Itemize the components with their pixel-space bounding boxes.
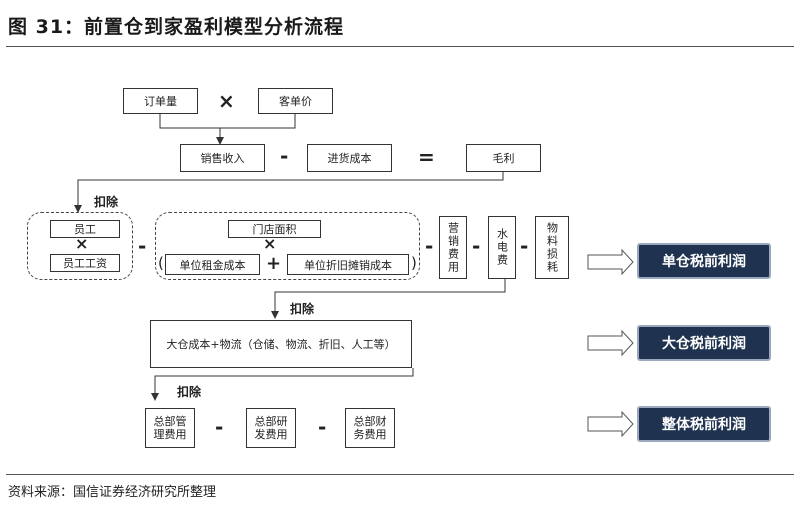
- store-cost-group: [155, 212, 420, 280]
- source-note: 资料来源：国信证券经济研究所整理: [8, 485, 217, 500]
- utilities-cost-box: 水电费: [488, 216, 516, 279]
- minus-operator-staff: -: [138, 234, 147, 258]
- figure-title: 图 31：前置仓到家盈利模型分析流程: [8, 16, 345, 38]
- deduct-label-2: 扣除: [290, 302, 315, 316]
- purchase-cost-box: 进货成本: [307, 144, 392, 172]
- marketing-cost-label: 营销费用: [446, 221, 460, 274]
- rent-cost-box: 单位租金成本: [165, 254, 260, 275]
- gross-profit-box: 毛利: [466, 144, 541, 172]
- bracket-right: ): [411, 254, 417, 272]
- deduct-label-1: 扣除: [94, 195, 119, 209]
- plus-operator: +: [266, 253, 282, 274]
- utilities-cost-label: 水电费: [495, 228, 509, 267]
- staff-times-operator: ×: [75, 234, 89, 253]
- deduct-label-3: 扣除: [177, 385, 202, 399]
- minus-operator-utilities: -: [520, 234, 529, 258]
- staff-wage-box: 员工工资: [50, 254, 120, 272]
- times-operator: ×: [218, 89, 235, 113]
- hq-finance-cost-box: 总部财务费用: [345, 408, 395, 448]
- store-area-box: 门店面积: [228, 220, 321, 238]
- staff-box: 员工: [50, 220, 120, 238]
- sales-revenue-box: 销售收入: [180, 144, 265, 172]
- hq-management-cost-box: 总部管理费用: [145, 408, 195, 448]
- materials-loss-label: 物料损耗: [545, 221, 559, 274]
- marketing-cost-box: 营销费用: [439, 216, 467, 279]
- hq-management-cost-label: 总部管理费用: [153, 415, 187, 441]
- depreciation-cost-box: 单位折旧摊销成本: [287, 254, 409, 275]
- hq-finance-cost-label: 总部财务费用: [353, 415, 387, 441]
- minus-operator: -: [280, 144, 289, 168]
- minus-operator-marketing: -: [472, 234, 481, 258]
- hq-rd-cost-box: 总部研发费用: [246, 408, 296, 448]
- equals-operator: =: [418, 145, 435, 169]
- store-times-operator: ×: [263, 234, 277, 253]
- single-warehouse-profit: 单仓税前利润: [637, 243, 771, 279]
- minus-operator-store: -: [425, 234, 434, 258]
- order-qty-box: 订单量: [123, 88, 198, 114]
- materials-loss-box: 物料损耗: [535, 216, 569, 279]
- minus-operator-hq-1: -: [215, 415, 224, 439]
- bracket-left: (: [158, 254, 164, 272]
- unit-price-box: 客单价: [258, 88, 333, 114]
- top-rule: [6, 46, 794, 47]
- bottom-rule: [6, 474, 794, 475]
- warehouse-cost-box: 大仓成本+物流（仓储、物流、折旧、人工等）: [150, 320, 412, 368]
- minus-operator-hq-2: -: [318, 415, 327, 439]
- staff-cost-group: [27, 212, 133, 280]
- hq-rd-cost-label: 总部研发费用: [254, 415, 288, 441]
- overall-profit: 整体税前利润: [637, 406, 771, 442]
- large-warehouse-profit: 大仓税前利润: [637, 325, 771, 361]
